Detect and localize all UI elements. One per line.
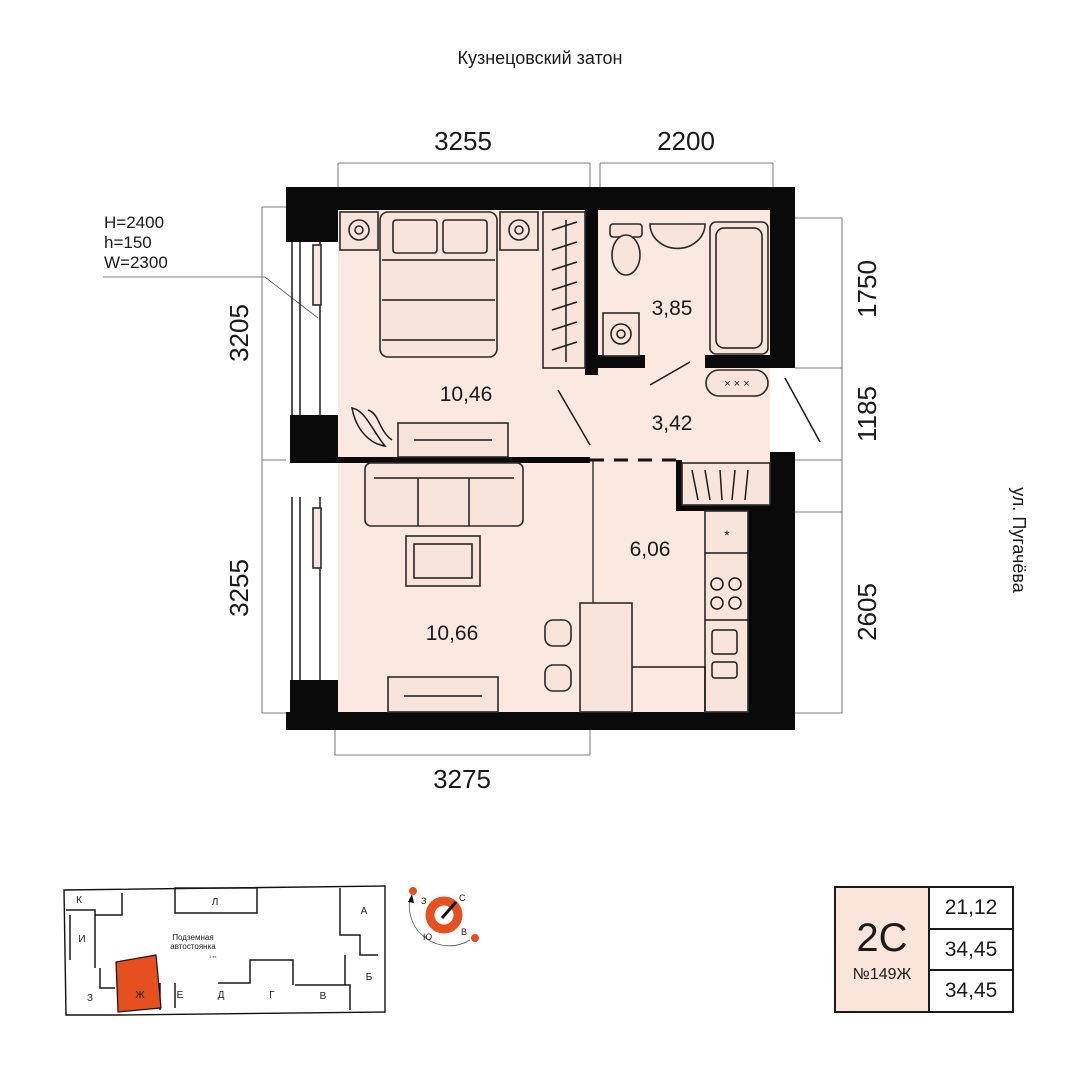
svg-text:В: В [461,927,467,937]
dining-table [579,602,633,713]
svg-text:Г: Г [269,990,275,1001]
area-cells: 21,12 34,45 34,45 [930,888,1012,1011]
dim-right-middle: 1185 [852,386,882,442]
svg-text:Ю: Ю [423,932,432,942]
svg-text:З: З [87,993,93,1004]
sofa [364,462,524,527]
right-street-label: ул. Пугачёва [1009,487,1029,594]
svg-text:А: А [361,906,368,917]
coffee-table [405,535,481,587]
living-area: 21,12 [930,888,1012,930]
dim-right-top: 1750 [852,260,882,318]
apartment-info-box: 2С №149Ж 21,12 34,45 34,45 [834,886,1014,1013]
wardrobe [542,211,586,369]
room-area-bathroom: 3,85 [652,297,693,320]
walls [286,187,795,730]
svg-text:Л: Л [212,897,219,908]
room-area-living: 10,66 [426,622,479,645]
window-width: W=2300 [104,253,168,272]
highlighted-section [115,954,162,1013]
svg-text:Е: Е [177,990,184,1001]
plant-icon [351,407,393,447]
kitchen-counter: * [632,510,749,713]
tv-stand-living [387,676,499,713]
site-plan: Подземная автостоянка 1 эт. К Л А И Б З … [63,885,386,1016]
window-sill: h=150 [104,233,152,252]
svg-text:З: З [421,896,426,906]
dim-left-bottom: 3255 [224,559,254,617]
dim-right-bottom: 2605 [852,583,882,641]
chairs [544,619,572,692]
toilet [609,223,643,276]
svg-text:1 эт.: 1 эт. [209,954,217,959]
shoe-bench: × × × [705,369,769,397]
dim-left-top: 3205 [224,304,254,362]
apartment-type-cell: 2С №149Ж [836,888,930,1011]
svg-text:К: К [76,895,82,906]
dim-top-right: 2200 [657,126,715,156]
svg-text:В: В [320,991,327,1002]
bed [379,211,498,358]
room-area-bedroom: 10,46 [440,383,493,406]
dim-top-left: 3255 [434,126,492,156]
room-area-kitchen: 6,06 [630,538,671,561]
window-height: H=2400 [104,213,164,232]
svg-text:*: * [724,527,730,543]
svg-text:Ж: Ж [135,990,145,1001]
hall-wardrobe [681,462,771,506]
compass-icon: С З Ю В [408,887,479,947]
windows [291,242,322,680]
total-area: 34,45 [930,930,1012,972]
total-area-with-balcony: 34,45 [944,979,998,1003]
top-street-label: Кузнецовский затон [457,48,622,68]
svg-text:И: И [78,934,85,945]
svg-text:автостоянка: автостоянка [170,942,216,951]
boiler [602,312,640,357]
apartment-type: 2С [856,915,908,960]
tv-stand [397,422,509,458]
svg-text:Подземная: Подземная [172,933,213,942]
dim-bottom: 3275 [433,764,491,794]
sink [649,223,706,250]
nightstands [339,211,539,251]
svg-text:С: С [459,893,466,903]
bathtub [709,221,769,355]
svg-text:× × ×: × × × [724,378,749,390]
room-area-hall: 3,42 [652,412,693,435]
svg-text:Д: Д [218,990,225,1001]
svg-text:Б: Б [366,972,373,983]
apartment-number: №149Ж [852,965,912,983]
